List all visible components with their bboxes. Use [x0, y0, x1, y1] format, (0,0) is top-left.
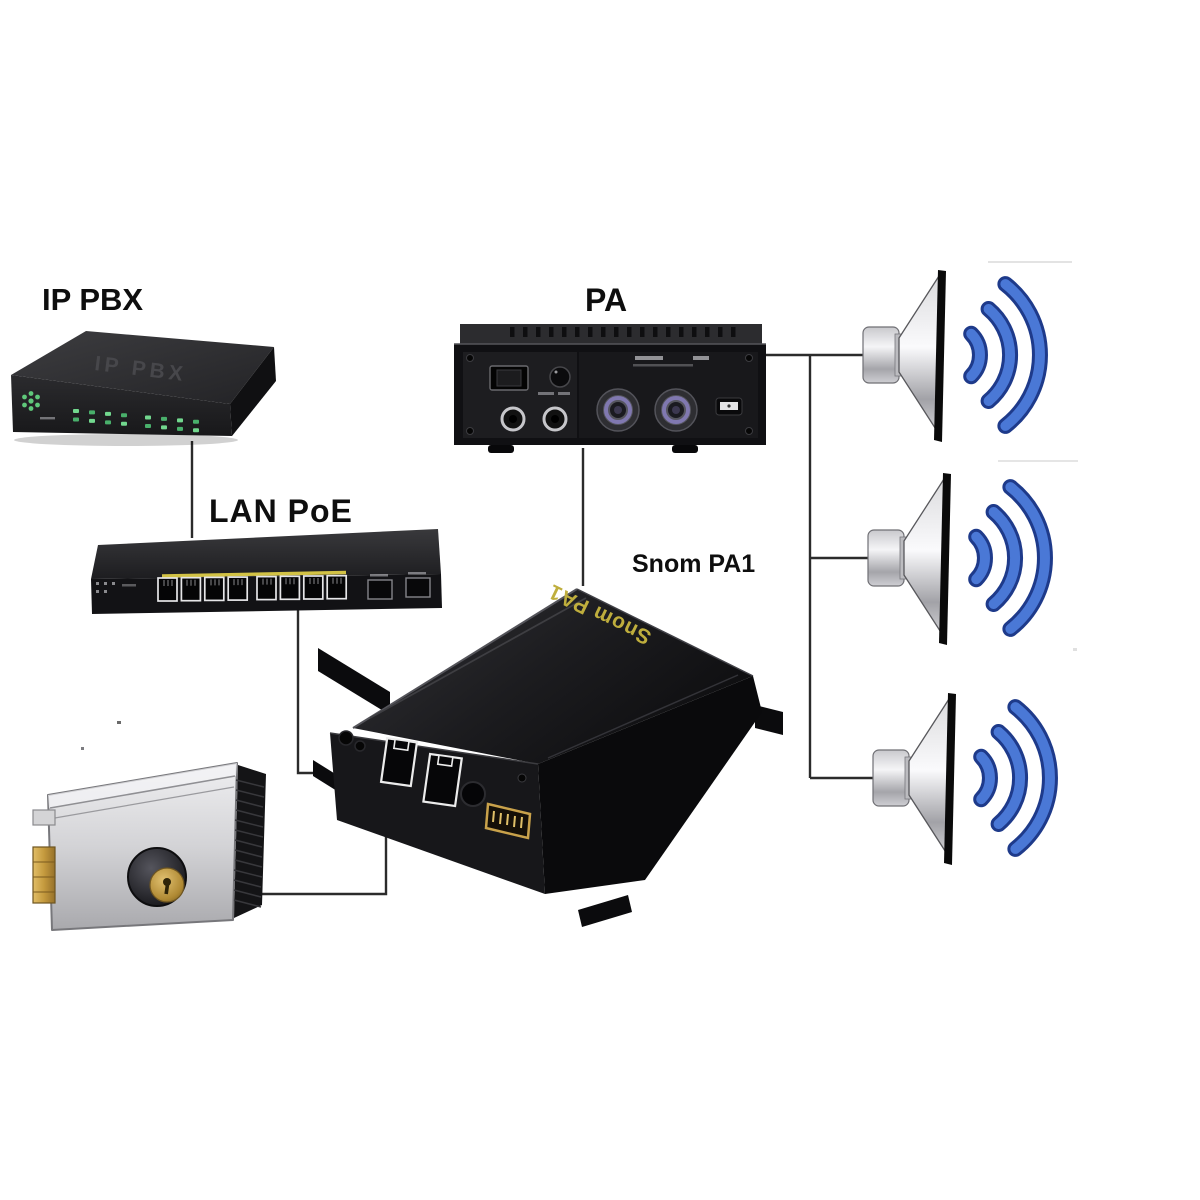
pa-input-jack-2: [542, 406, 568, 432]
label-ip-pbx: IP PBX: [42, 282, 144, 317]
pa-model-print: [693, 356, 709, 360]
snom-flange-rear-left: [318, 648, 390, 715]
pa-corner-screws: [466, 354, 753, 435]
snom-flange-bottom: [578, 895, 632, 927]
switch-sfp-ports: [367, 577, 431, 600]
snom-top-face: [353, 589, 753, 764]
pa-subtitle-print: [633, 364, 693, 367]
artifact-speck-1: [1073, 648, 1077, 651]
ip-pbx-top-face: [11, 331, 274, 404]
wire-lock-to-snom: [262, 815, 388, 896]
speaker-1: [855, 270, 1065, 445]
pa-top-lid: [460, 324, 762, 346]
ip-pbx-side-face: [230, 347, 276, 436]
pa-print-dash-1: [538, 392, 554, 395]
pa-vent-slots: [510, 327, 736, 337]
lock-brass-latch: [32, 846, 56, 904]
lock-keyhole-slot: [164, 881, 170, 895]
lock-lid-line-1: [49, 775, 236, 809]
snom-front-top-edge: [329, 732, 539, 765]
pa-foot-right: [672, 445, 698, 453]
speaker-2: [860, 473, 1070, 648]
snom-flange-right: [755, 705, 783, 735]
lock-ribbed-back: [233, 765, 266, 918]
snom-side-face: [538, 676, 762, 894]
artifact-speck-3: [81, 747, 84, 750]
switch-status-leds: [96, 582, 136, 593]
switch-poe-strip: [161, 570, 347, 578]
ip-pbx-front-face: [11, 375, 232, 436]
artifact-speck-2: [117, 721, 121, 724]
switch-rj45-ports: [157, 574, 348, 602]
pa-print-dash-2: [558, 392, 570, 395]
snom-io-connector: [484, 802, 532, 840]
snom-top-groove-2: [547, 674, 739, 759]
snom-round-connector: [460, 781, 486, 807]
pa-input-jack-1: [500, 406, 526, 432]
ip-pbx-status-leds: [73, 409, 199, 433]
snom-flange-front-left: [313, 760, 337, 791]
ip-pbx-device: IP PBX: [11, 331, 276, 446]
switch-port-pins: [163, 577, 342, 586]
snom-top-right-edge: [576, 588, 754, 677]
pa-speakon-connector-2: [654, 388, 698, 432]
lock-lid-line-2: [48, 786, 235, 820]
pa-speakon-connector-1: [596, 388, 640, 432]
pa-foot-left: [488, 445, 514, 453]
snom-pa1-device: Snom PA1: [313, 579, 783, 927]
snom-front-screw: [517, 773, 527, 783]
pa-power-rocker: [496, 369, 522, 387]
label-snom-pa1: Snom PA1: [632, 550, 756, 578]
pa-knob-mark: [554, 370, 558, 374]
door-lock-device: [32, 762, 266, 931]
pa-amplifier-device: [454, 324, 766, 453]
label-lan-poe: LAN PoE: [209, 493, 353, 529]
switch-sfp-label-2: [408, 572, 426, 575]
artifact-line-2: [998, 460, 1078, 462]
label-pa: PA: [585, 282, 628, 318]
snom-power-inlet: [338, 730, 366, 752]
speaker-3: [865, 693, 1075, 868]
ip-pbx-logo: [22, 391, 40, 411]
snom-top-groove-1: [369, 597, 587, 719]
snom-rj45-port-1: [379, 737, 419, 788]
pa-aux-connector: [715, 397, 743, 416]
snom-rj45-port-2: [422, 752, 464, 808]
snom-top-edge-highlight: [352, 588, 578, 729]
pa-brand-print: [635, 356, 663, 360]
lock-lid-top: [48, 763, 237, 808]
switch-sfp-label-1: [370, 574, 388, 577]
ip-pbx-shadow: [14, 434, 238, 446]
lan-poe-switch-device: [91, 529, 442, 614]
switch-top-face: [91, 529, 441, 579]
lock-side-tab: [32, 809, 56, 826]
ip-pbx-brand-print: [40, 417, 55, 420]
artifact-line-1: [988, 261, 1072, 263]
pa-volume-knob: [549, 366, 571, 388]
